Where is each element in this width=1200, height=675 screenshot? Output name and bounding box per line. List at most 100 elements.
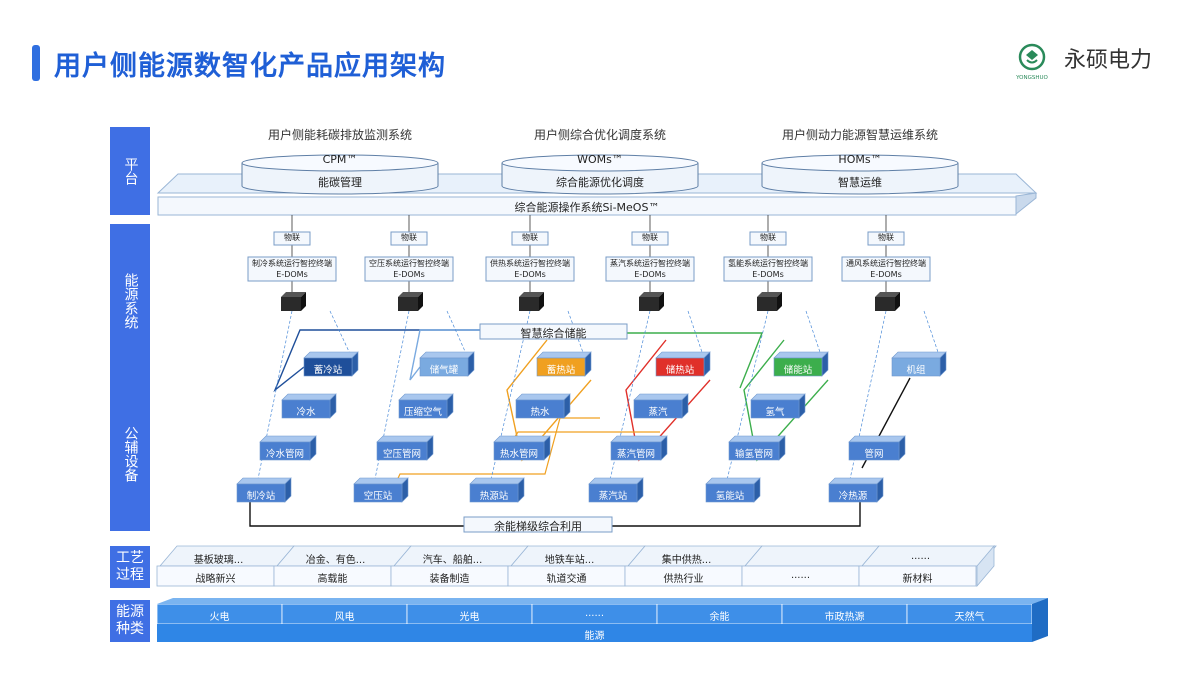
network-box-4-front xyxy=(728,441,780,461)
station-box-3-top xyxy=(588,477,644,485)
device-icon-5 xyxy=(875,297,895,311)
station-box-4 xyxy=(705,477,761,503)
storage-box-0 xyxy=(303,351,359,377)
iot-box-4 xyxy=(749,231,787,246)
terminal-box-2 xyxy=(485,256,575,282)
iot-box-0 xyxy=(273,231,311,246)
device-icon-2 xyxy=(519,297,539,311)
terminal-model-4: E-DOMs xyxy=(752,270,784,279)
station-box-4-top xyxy=(705,477,761,485)
system-title-2: 用户侧动力能源智慧运维系统 xyxy=(781,128,938,142)
side-label-aux-equipment: 公辅设备 xyxy=(122,426,139,483)
medium-label-4: 氢气 xyxy=(765,407,785,418)
storage-box-2-top xyxy=(536,351,592,359)
network-box-2-front xyxy=(493,441,545,461)
storage-box-3 xyxy=(655,351,711,377)
medium-box-0-front xyxy=(281,399,331,419)
energy-type-label-6: 天然气 xyxy=(954,612,985,623)
process-bottom-label-3: 轨道交通 xyxy=(546,574,587,585)
station-box-1 xyxy=(353,477,409,503)
network-box-1-top xyxy=(376,435,434,443)
medium-box-4-top xyxy=(750,393,806,401)
system-cylinder-top-2 xyxy=(761,154,959,172)
network-box-3-top xyxy=(610,435,668,443)
iot-label-2: 物联 xyxy=(522,233,538,242)
process-top-cell-5 xyxy=(744,545,880,567)
station-box-0 xyxy=(236,477,292,503)
energy-base xyxy=(157,624,1032,642)
storage-box-0-front xyxy=(303,357,353,377)
station-box-5-front xyxy=(828,483,878,503)
network-label-4: 输氢管网 xyxy=(734,449,773,460)
station-box-2-front xyxy=(469,483,519,503)
station-box-2-top xyxy=(469,477,525,485)
station-label-4: 氢能站 xyxy=(715,491,745,502)
terminal-box-0 xyxy=(247,256,337,282)
station-box-0-top xyxy=(236,477,292,485)
dash-link-b-1 xyxy=(446,310,469,359)
medium-box-3-top xyxy=(633,393,689,401)
process-top-label-1: 冶金、有色... xyxy=(305,555,366,566)
network-box-1-front xyxy=(376,441,428,461)
energy-type-label-0: 火电 xyxy=(209,612,230,623)
process-top-label-6: ...... xyxy=(910,551,931,562)
medium-box-3 xyxy=(633,393,689,419)
side-label-text: 平台 xyxy=(122,157,139,185)
network-box-4 xyxy=(728,435,786,461)
waste-line-right xyxy=(612,500,861,527)
device-side-2 xyxy=(539,292,544,311)
title-accent-bar xyxy=(32,45,40,81)
os-bar xyxy=(157,196,1017,216)
network-box-4-top xyxy=(728,435,786,443)
storage-label-5: 机组 xyxy=(906,365,926,376)
device-top-1 xyxy=(398,292,423,297)
dash-link-b-4 xyxy=(805,310,823,359)
process-bottom-label-1: 高载能 xyxy=(317,574,348,585)
terminal-label-4: 氢能系统运行智控终端 xyxy=(728,259,808,268)
medium-label-0: 冷水 xyxy=(296,407,316,418)
device-icon-0 xyxy=(281,297,301,311)
smart-storage-label: 智慧综合储能 xyxy=(520,327,587,340)
page-title: 用户侧能源数智化产品应用架构 xyxy=(54,51,446,82)
system-cylinder-top-0 xyxy=(241,154,439,172)
terminal-box-3 xyxy=(605,256,695,282)
iot-box-2 xyxy=(511,231,549,246)
terminal-label-1: 空压系统运行智控终端 xyxy=(369,259,449,268)
device-top-2 xyxy=(519,292,544,297)
station-box-1-top xyxy=(353,477,409,485)
device-top-5 xyxy=(875,292,900,297)
station-label-3: 蒸汽站 xyxy=(598,491,628,502)
storage-box-4 xyxy=(773,351,829,377)
system-cylinder-body-1 xyxy=(501,163,699,195)
brand-logo-text: YONGSHUO xyxy=(1015,75,1048,81)
device-icon-3 xyxy=(639,297,659,311)
storage-label-0: 蓄冷站 xyxy=(313,365,343,376)
energy-type-label-5: 市政热源 xyxy=(824,612,865,623)
terminal-label-3: 蒸汽系统运行智控终端 xyxy=(610,259,690,268)
network-label-1: 空压管网 xyxy=(382,449,421,460)
station-box-0-front xyxy=(236,483,286,503)
side-label-text: 工艺过程 xyxy=(116,550,144,583)
station-box-1-front xyxy=(353,483,403,503)
network-box-0-top xyxy=(259,435,317,443)
storage-box-5 xyxy=(891,351,947,377)
side-label-energy-type: 能源种类 xyxy=(110,600,150,642)
dash-link-b-0 xyxy=(329,310,353,359)
storage-box-1 xyxy=(419,351,475,377)
network-box-1 xyxy=(376,435,434,461)
device-side-0 xyxy=(301,292,306,311)
os-label: 综合能源操作系统Si-MeOS™ xyxy=(514,201,660,214)
process-bottom-label-2: 装备制造 xyxy=(429,574,470,585)
medium-box-3-front xyxy=(633,399,683,419)
terminal-label-2: 供热系统运行智控终端 xyxy=(490,259,570,268)
system-cylinder-top-1 xyxy=(501,154,699,172)
network-label-0: 冷水管网 xyxy=(265,449,304,460)
loop-green-top xyxy=(627,332,764,389)
network-box-5 xyxy=(848,435,906,461)
network-box-0-front xyxy=(259,441,311,461)
process-bottom-label-4: 供热行业 xyxy=(663,574,704,585)
storage-box-4-front xyxy=(773,357,823,377)
medium-box-4 xyxy=(750,393,806,419)
side-label-energy-system: 能源系统 xyxy=(122,272,139,329)
